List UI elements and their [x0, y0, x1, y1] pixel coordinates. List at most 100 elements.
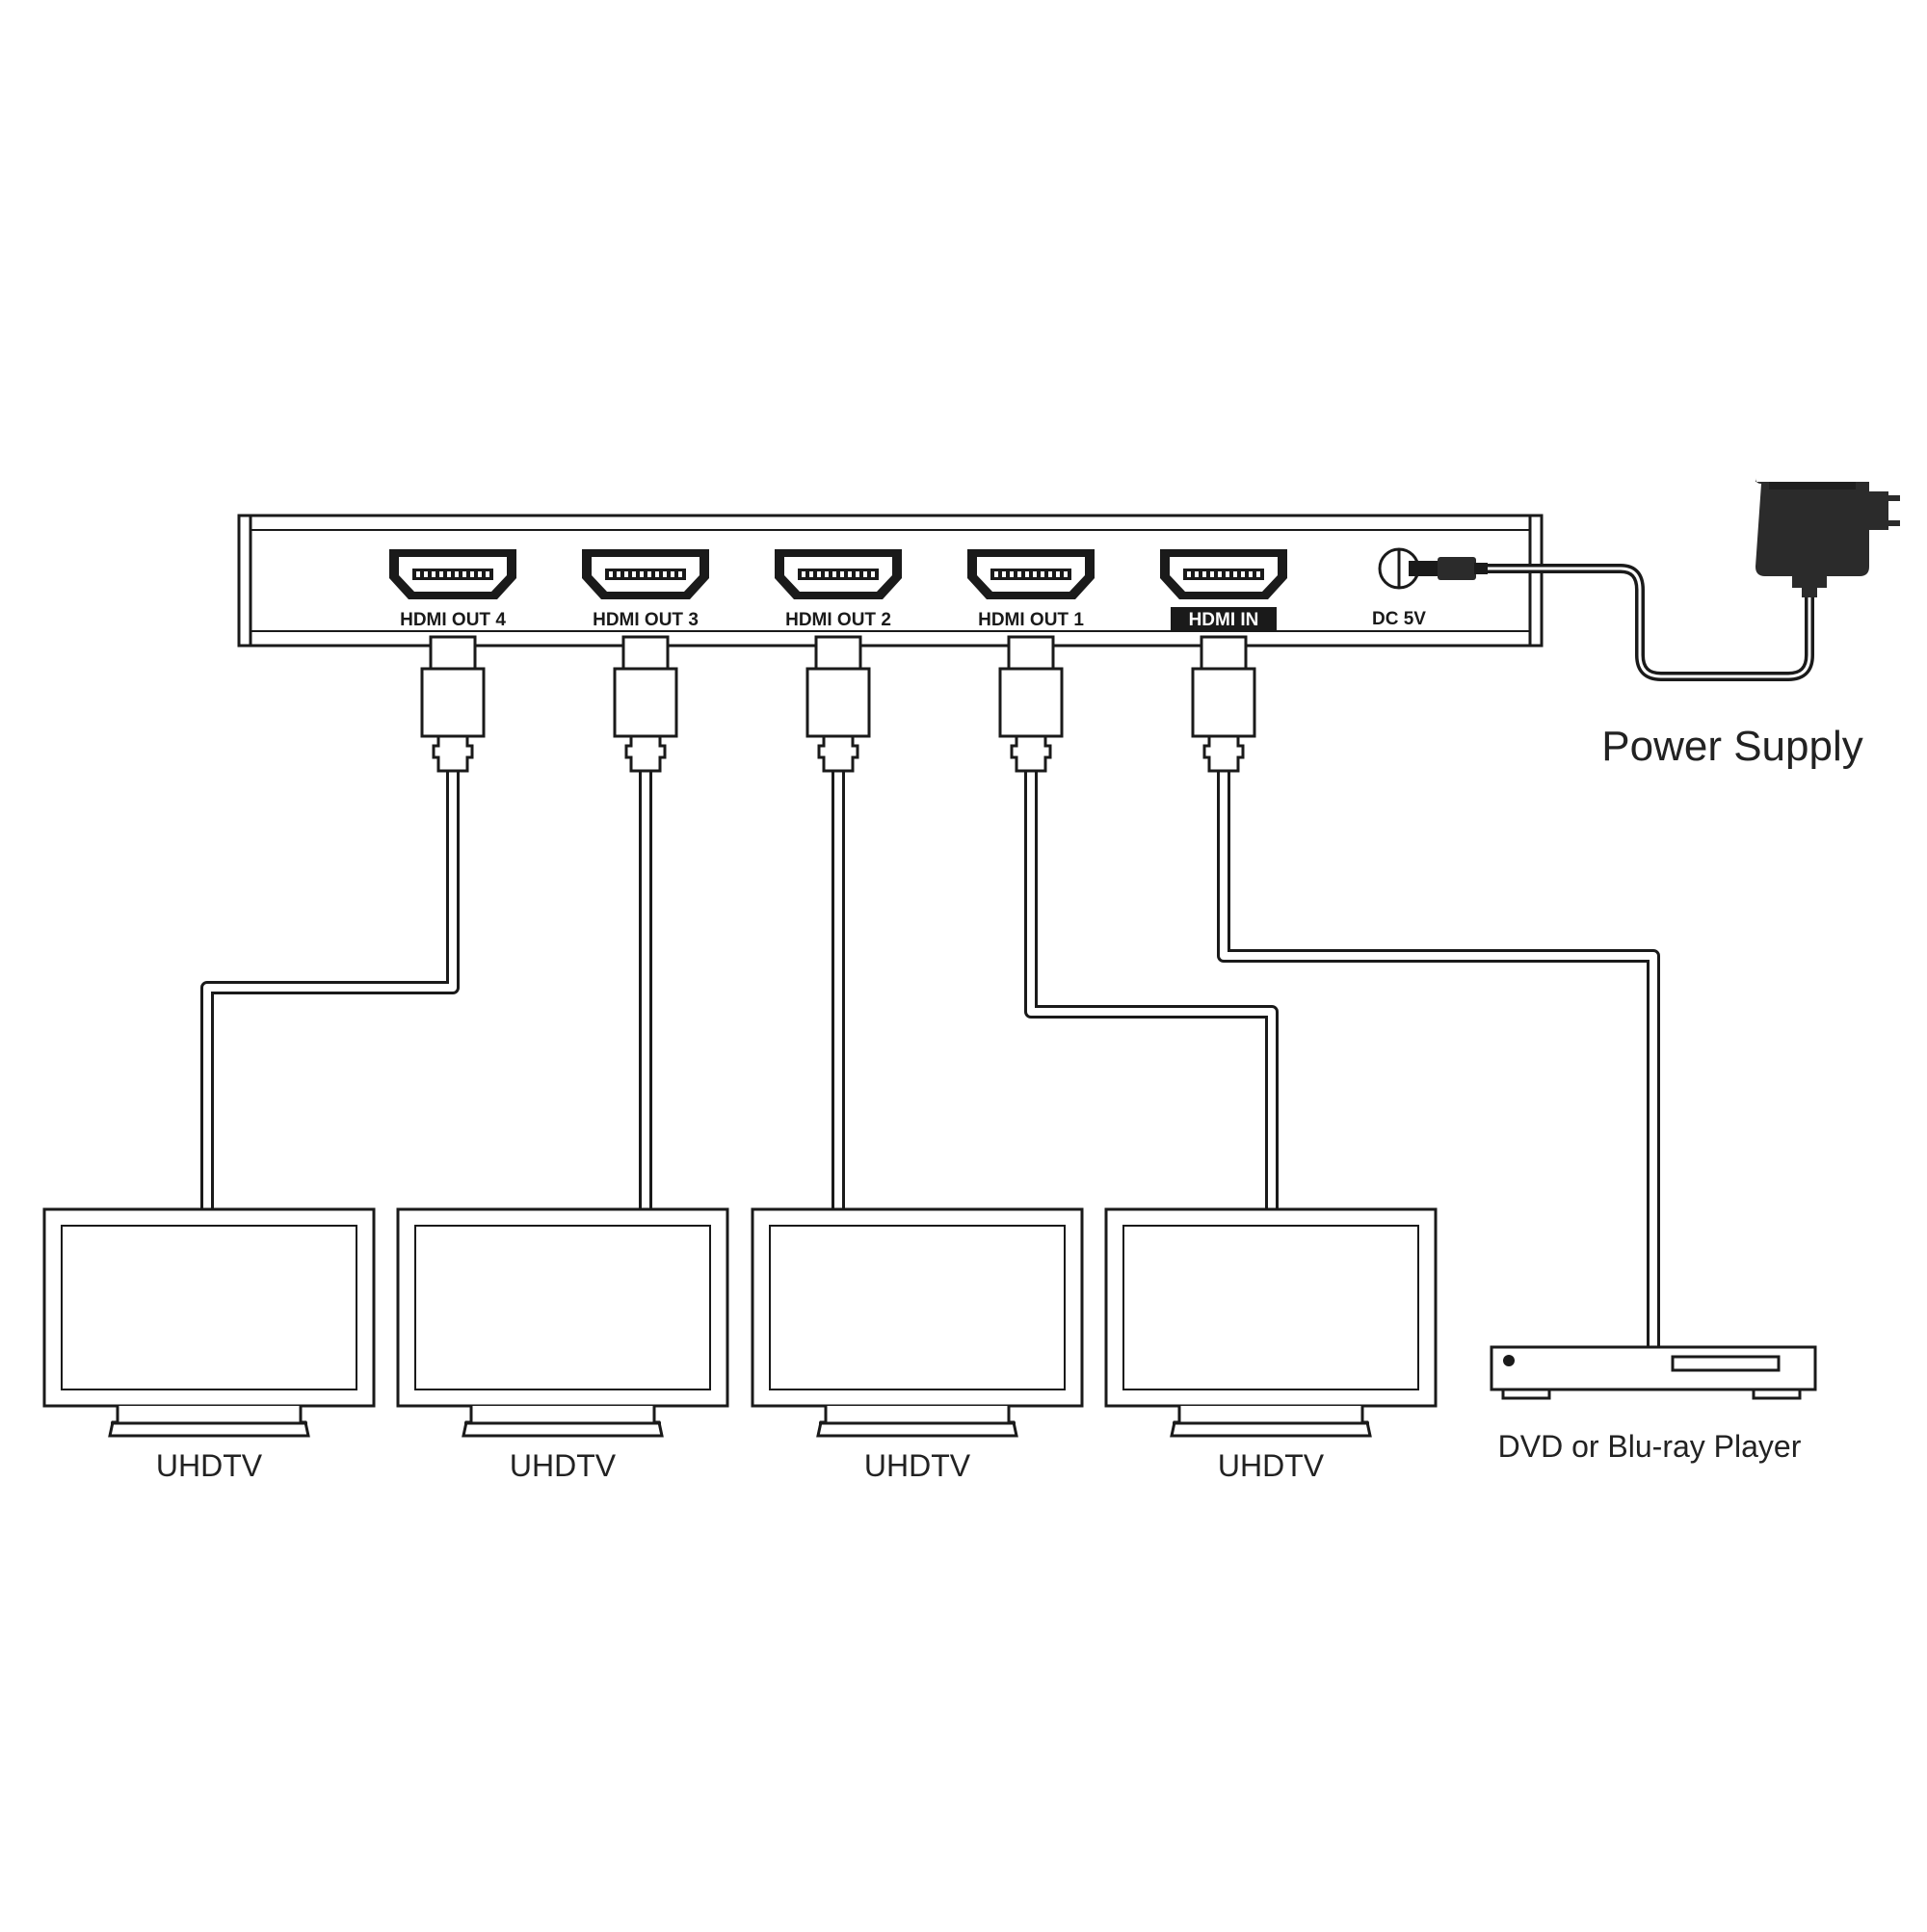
connector-body [420, 667, 486, 738]
hdmi-pin [1017, 571, 1021, 577]
hdmi-pin [439, 571, 443, 577]
connector-body [1191, 667, 1256, 738]
hdmi-pin [1210, 571, 1214, 577]
hdmi-pin [447, 571, 451, 577]
port-label: HDMI OUT 2 [785, 610, 891, 630]
hdmi-connector-2 [613, 635, 678, 773]
connector-strain-relief [1010, 734, 1052, 773]
hdmi-pin [632, 571, 636, 577]
uhdtv-4: UHDTV [1104, 1207, 1438, 1483]
hdmi-pin [1010, 571, 1014, 577]
connector-tip [814, 635, 862, 671]
hdmi-pin [671, 571, 674, 577]
hdmi-pin [624, 571, 628, 577]
hdmi-pin [470, 571, 474, 577]
display-label: UHDTV [510, 1448, 617, 1483]
port-label: HDMI IN [1189, 610, 1259, 630]
hdmi-pin [1187, 571, 1191, 577]
connector-body [613, 667, 678, 738]
hdmi-pin [832, 571, 836, 577]
hdmi-pin [432, 571, 436, 577]
display-label: UHDTV [864, 1448, 971, 1483]
source-label: DVD or Blu-ray Player [1498, 1429, 1802, 1464]
hdmi-pin [647, 571, 651, 577]
dc-plug [1409, 557, 1488, 580]
hdmi-splitter [237, 514, 1544, 648]
connector-tip [429, 635, 477, 671]
tv-icon [396, 1207, 729, 1438]
hdmi-pin [478, 571, 482, 577]
connector-strain-relief [432, 734, 474, 773]
uhdtv-3: UHDTV [751, 1207, 1084, 1483]
connector-body [805, 667, 871, 738]
connector-strain-relief [624, 734, 667, 773]
hdmi-connector-3 [805, 635, 871, 773]
cable-outline [1024, 771, 1279, 1209]
port-label: HDMI OUT 1 [978, 610, 1084, 630]
connector-tip [1007, 635, 1055, 671]
power-adapter-icon [1755, 478, 1900, 597]
tv-stand [108, 1406, 310, 1438]
hdmi-pin [486, 571, 489, 577]
hdmi-pin [1233, 571, 1237, 577]
port-label: HDMI OUT 4 [400, 610, 506, 630]
power-supply-label: Power Supply [1601, 723, 1862, 770]
hdmi-pin [455, 571, 459, 577]
hdmi-pin [1025, 571, 1029, 577]
hdmi-pin [1002, 571, 1006, 577]
hdmi-pin [863, 571, 867, 577]
blu-ray-player-icon [1490, 1345, 1817, 1400]
hdmi-pin [825, 571, 829, 577]
hdmi-connector-1 [420, 635, 486, 773]
cable-core [1027, 771, 1276, 1209]
cable-core [1220, 771, 1657, 1347]
connector-strain-relief [817, 734, 859, 773]
tv-screen [1122, 1225, 1419, 1390]
tv-icon [751, 1207, 1084, 1438]
hdmi-pin [994, 571, 998, 577]
hdmi-pin [1249, 571, 1253, 577]
hdmi-port-3: HDMI OUT 2 [775, 549, 902, 630]
hdmi-port-1: HDMI OUT 4 [389, 549, 516, 630]
hdmi-pin [840, 571, 844, 577]
hdmi-connectors [420, 635, 1256, 773]
hdmi-pin [462, 571, 466, 577]
hdmi-pin [1241, 571, 1245, 577]
hdmi-pin [678, 571, 682, 577]
hdmi-pin [1226, 571, 1229, 577]
hdmi-port-4: HDMI OUT 1 [967, 549, 1095, 630]
hdmi-port-2: HDMI OUT 3 [582, 549, 709, 630]
hdmi-in-highlight [1171, 607, 1277, 632]
uhdtv-2: UHDTV [396, 1207, 729, 1483]
hdmi-pin [848, 571, 852, 577]
hdmi-pin [1048, 571, 1052, 577]
hdmi-pin [856, 571, 859, 577]
connector-strain-relief [1202, 734, 1245, 773]
tv-screen [769, 1225, 1066, 1390]
tv-screen [414, 1225, 711, 1390]
hdmi-pin [617, 571, 620, 577]
port-label: HDMI OUT 3 [593, 610, 699, 630]
hdmi-cables [200, 771, 1660, 1347]
hdmi-pin [640, 571, 644, 577]
power-cable [1484, 564, 1814, 681]
hdmi-pin [1195, 571, 1199, 577]
tv-screen [61, 1225, 357, 1390]
hdmi-cable-4 [1024, 771, 1279, 1209]
cable-core [203, 771, 457, 1209]
connector-tip [621, 635, 670, 671]
hdmi-connector-4 [998, 635, 1064, 773]
tv-stand [462, 1406, 664, 1438]
hdmi-port-5: HDMI IN [1160, 549, 1287, 632]
dc-5v-label: DC 5V [1372, 609, 1426, 629]
hdmi-pin [663, 571, 667, 577]
tv-stand [1170, 1406, 1372, 1438]
hdmi-pin [609, 571, 613, 577]
hdmi-pin [1202, 571, 1206, 577]
tv-stand [816, 1406, 1018, 1438]
tv-icon [1104, 1207, 1438, 1438]
hdmi-pin [802, 571, 805, 577]
tv-icon [42, 1207, 376, 1438]
